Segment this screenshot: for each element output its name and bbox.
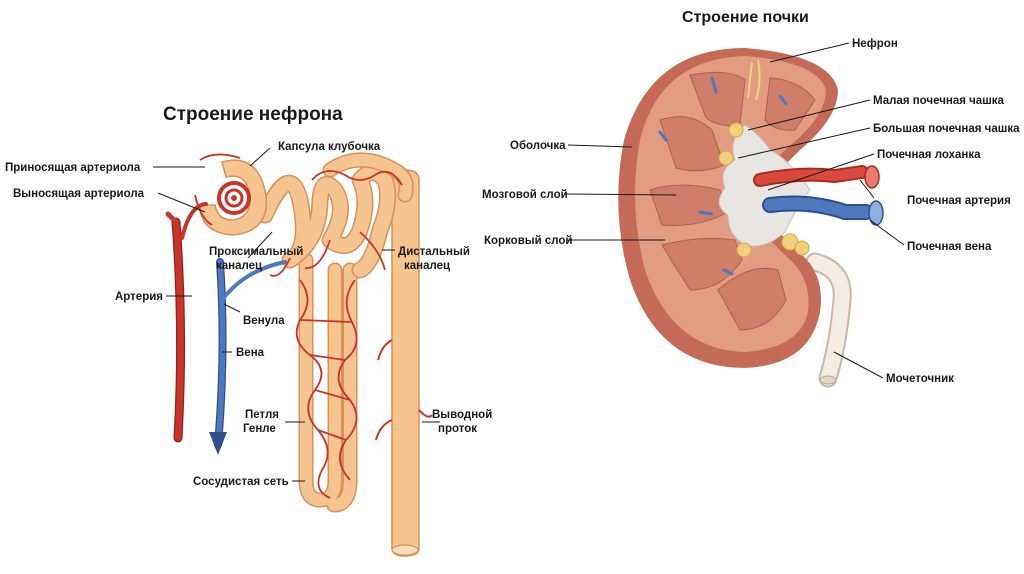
label-ureter: Мочеточник xyxy=(886,373,954,385)
label-venule: Венула xyxy=(243,315,285,327)
label-renal-vein: Почечная вена xyxy=(907,241,992,253)
artery-vessel xyxy=(165,202,208,443)
label-kidney-nephron: Нефрон xyxy=(852,38,898,50)
glomerular-capsule xyxy=(199,159,268,236)
kidney-diagram: Строение почки xyxy=(482,9,1020,388)
label-proximal-tubule-1: Проксимальный xyxy=(209,246,303,258)
nephron-diagram: Строение нефрона xyxy=(5,104,492,557)
label-distal-tubule-2: каналец xyxy=(404,260,450,272)
nephron-title: Строение нефрона xyxy=(163,104,343,125)
label-medulla: Мозговой слой xyxy=(482,189,568,201)
renal-pyramids xyxy=(649,71,816,331)
label-major-calyx: Большая почечная чашка xyxy=(873,123,1020,135)
label-henle-loop-1: Петля xyxy=(245,409,279,421)
kidney-title: Строение почки xyxy=(682,9,809,26)
capillary-network xyxy=(194,153,403,499)
label-cortex: Корковый слой xyxy=(484,235,573,247)
label-capillary-network: Сосудистая сеть xyxy=(193,476,289,488)
label-kidney-capsule: Оболочка xyxy=(510,140,566,152)
label-renal-pelvis: Почечная лоханка xyxy=(877,149,981,161)
label-afferent-arteriole: Приносящая артериола xyxy=(5,162,141,174)
ureter xyxy=(805,252,852,388)
label-glomerular-capsule: Капсула клубочка xyxy=(278,141,381,153)
nephron-leader-lines xyxy=(153,147,440,482)
label-vein: Вена xyxy=(236,347,265,359)
henle-loop xyxy=(298,252,358,513)
convoluted-tubules xyxy=(256,152,414,279)
kidney-nephron-mark xyxy=(747,59,761,101)
label-henle-loop-2: Генле xyxy=(243,423,276,435)
label-efferent-arteriole: Выносящая артериола xyxy=(13,188,145,200)
label-proximal-tubule-2: каналец xyxy=(216,260,262,272)
label-artery: Артерия xyxy=(115,291,163,303)
kidney-leader-lines xyxy=(565,42,905,379)
label-collecting-duct-2: проток xyxy=(438,423,477,435)
label-distal-tubule-1: Дистальный xyxy=(398,246,470,258)
label-collecting-duct-1: Выводной xyxy=(432,409,492,421)
renal-vessels xyxy=(658,76,884,276)
label-renal-artery: Почечная артерия xyxy=(907,195,1011,207)
label-minor-calyx: Малая почечная чашка xyxy=(873,95,1005,107)
